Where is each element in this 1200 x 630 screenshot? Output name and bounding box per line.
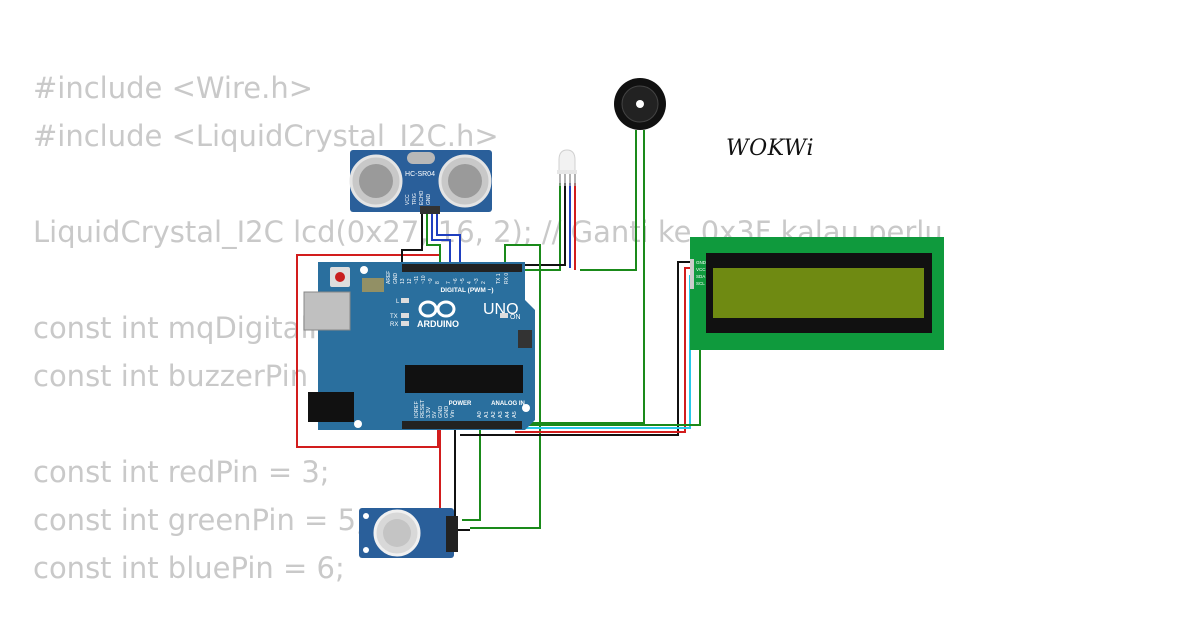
svg-text:GND: GND — [696, 260, 707, 265]
code-line: LiquidCrystal_I2C lcd(0x27, 16, 2); // G… — [33, 215, 943, 249]
svg-text:A1: A1 — [484, 411, 490, 418]
svg-text:A4: A4 — [505, 411, 511, 418]
svg-text:GND: GND — [444, 406, 450, 418]
reset-button-cap — [335, 272, 345, 282]
svg-text:A5: A5 — [512, 411, 518, 418]
pin-label: GND — [426, 194, 432, 206]
led-rim — [557, 170, 577, 174]
svg-text:~6: ~6 — [453, 278, 459, 284]
arduino-uno[interactable]: DIGITAL (PWM ~) UNO ARDUINO ON L TX RX P… — [303, 262, 535, 430]
lcd-pin-labels: GND VCC SDA SCL — [696, 260, 707, 286]
svg-text:5V: 5V — [432, 411, 438, 418]
gas-sensor[interactable] — [359, 508, 458, 558]
svg-text:A2: A2 — [491, 411, 497, 418]
svg-text:~9: ~9 — [428, 278, 434, 284]
on-label: ON — [510, 314, 521, 321]
rx-label: RX — [390, 322, 398, 328]
svg-text:8: 8 — [435, 281, 441, 284]
wires — [296, 130, 701, 547]
transducer-left-mesh — [359, 164, 393, 198]
svg-text:IOREF: IOREF — [414, 401, 420, 418]
code-line: const int redPin = 3; — [33, 455, 330, 489]
svg-text:A0: A0 — [477, 411, 483, 418]
digital-label: DIGITAL (PWM ~) — [440, 287, 493, 294]
svg-text:GND: GND — [393, 273, 399, 285]
arduino-label: ARDUINO — [417, 319, 459, 329]
usb-port — [303, 291, 351, 331]
svg-text:RESET: RESET — [420, 399, 426, 418]
ultrasonic-label: HC-SR04 — [405, 171, 435, 178]
analog-label: ANALOG IN — [491, 401, 525, 407]
svg-text:~3: ~3 — [474, 278, 480, 284]
lcd-screen — [713, 268, 924, 318]
buzzer-hole — [636, 100, 644, 108]
digital-header — [402, 264, 522, 272]
svg-text:~10: ~10 — [421, 275, 427, 284]
svg-text:2: 2 — [481, 281, 487, 284]
svg-text:12: 12 — [407, 278, 413, 284]
svg-text:13: 13 — [400, 278, 406, 284]
power-jack — [308, 392, 354, 422]
code-line: #include <Wire.h> — [33, 71, 314, 105]
svg-text:Vin: Vin — [450, 410, 456, 418]
svg-text:7: 7 — [446, 281, 452, 284]
l-label: L — [396, 299, 400, 305]
atmega-chip — [405, 365, 523, 393]
code-line: const int greenPin = 5; — [33, 503, 366, 537]
pin-label: TRIG — [412, 193, 418, 205]
rgb-led[interactable] — [557, 149, 577, 186]
lcd-display[interactable]: GND VCC SDA SCL — [690, 237, 944, 350]
svg-text:A3: A3 — [498, 411, 504, 418]
pin-label: ECHO — [419, 190, 425, 205]
svg-text:SCL: SCL — [696, 281, 705, 286]
infinity-logo — [418, 300, 456, 318]
pin-label: VCC — [405, 194, 411, 205]
uno-label: UNO — [483, 301, 519, 318]
pin-labels-top: AREF GND 13 12 ~11 ~10 ~9 8 7 ~6 ~5 4 ~3… — [386, 271, 510, 284]
svg-text:VCC: VCC — [696, 267, 706, 272]
power-header — [402, 421, 522, 429]
svg-text:RX 0: RX 0 — [504, 273, 510, 284]
led-body — [558, 149, 576, 173]
buzzer[interactable] — [614, 78, 666, 130]
svg-text:4: 4 — [467, 281, 473, 284]
pin-labels-bottom: IOREF RESET 3.3V 5V GND GND Vin A0 A1 A2… — [414, 399, 518, 418]
svg-text:GND: GND — [438, 406, 444, 418]
svg-text:~11: ~11 — [414, 276, 420, 284]
code-line: const int buzzerPin — [33, 359, 309, 393]
code-line: #include <LiquidCrystal_I2C.h> — [33, 119, 499, 153]
svg-text:AREF: AREF — [386, 271, 392, 284]
power-label: POWER — [449, 401, 472, 407]
svg-text:SDA: SDA — [696, 274, 705, 279]
crystal — [407, 152, 435, 164]
wokwi-logo: WOKWi — [726, 136, 815, 161]
tx-label: TX — [390, 314, 398, 320]
code-line: const int bluePin = 6; — [33, 551, 345, 585]
ultrasonic-sensor[interactable]: HC-SR04 VCC TRIG ECHO GND — [349, 150, 492, 214]
transducer-right-mesh — [448, 164, 482, 198]
gas-sensor-header — [446, 516, 458, 552]
svg-text:~5: ~5 — [460, 278, 466, 284]
svg-text:3.3V: 3.3V — [426, 406, 432, 418]
ultrasonic-header — [420, 206, 440, 214]
svg-text:TX 1: TX 1 — [496, 273, 502, 284]
